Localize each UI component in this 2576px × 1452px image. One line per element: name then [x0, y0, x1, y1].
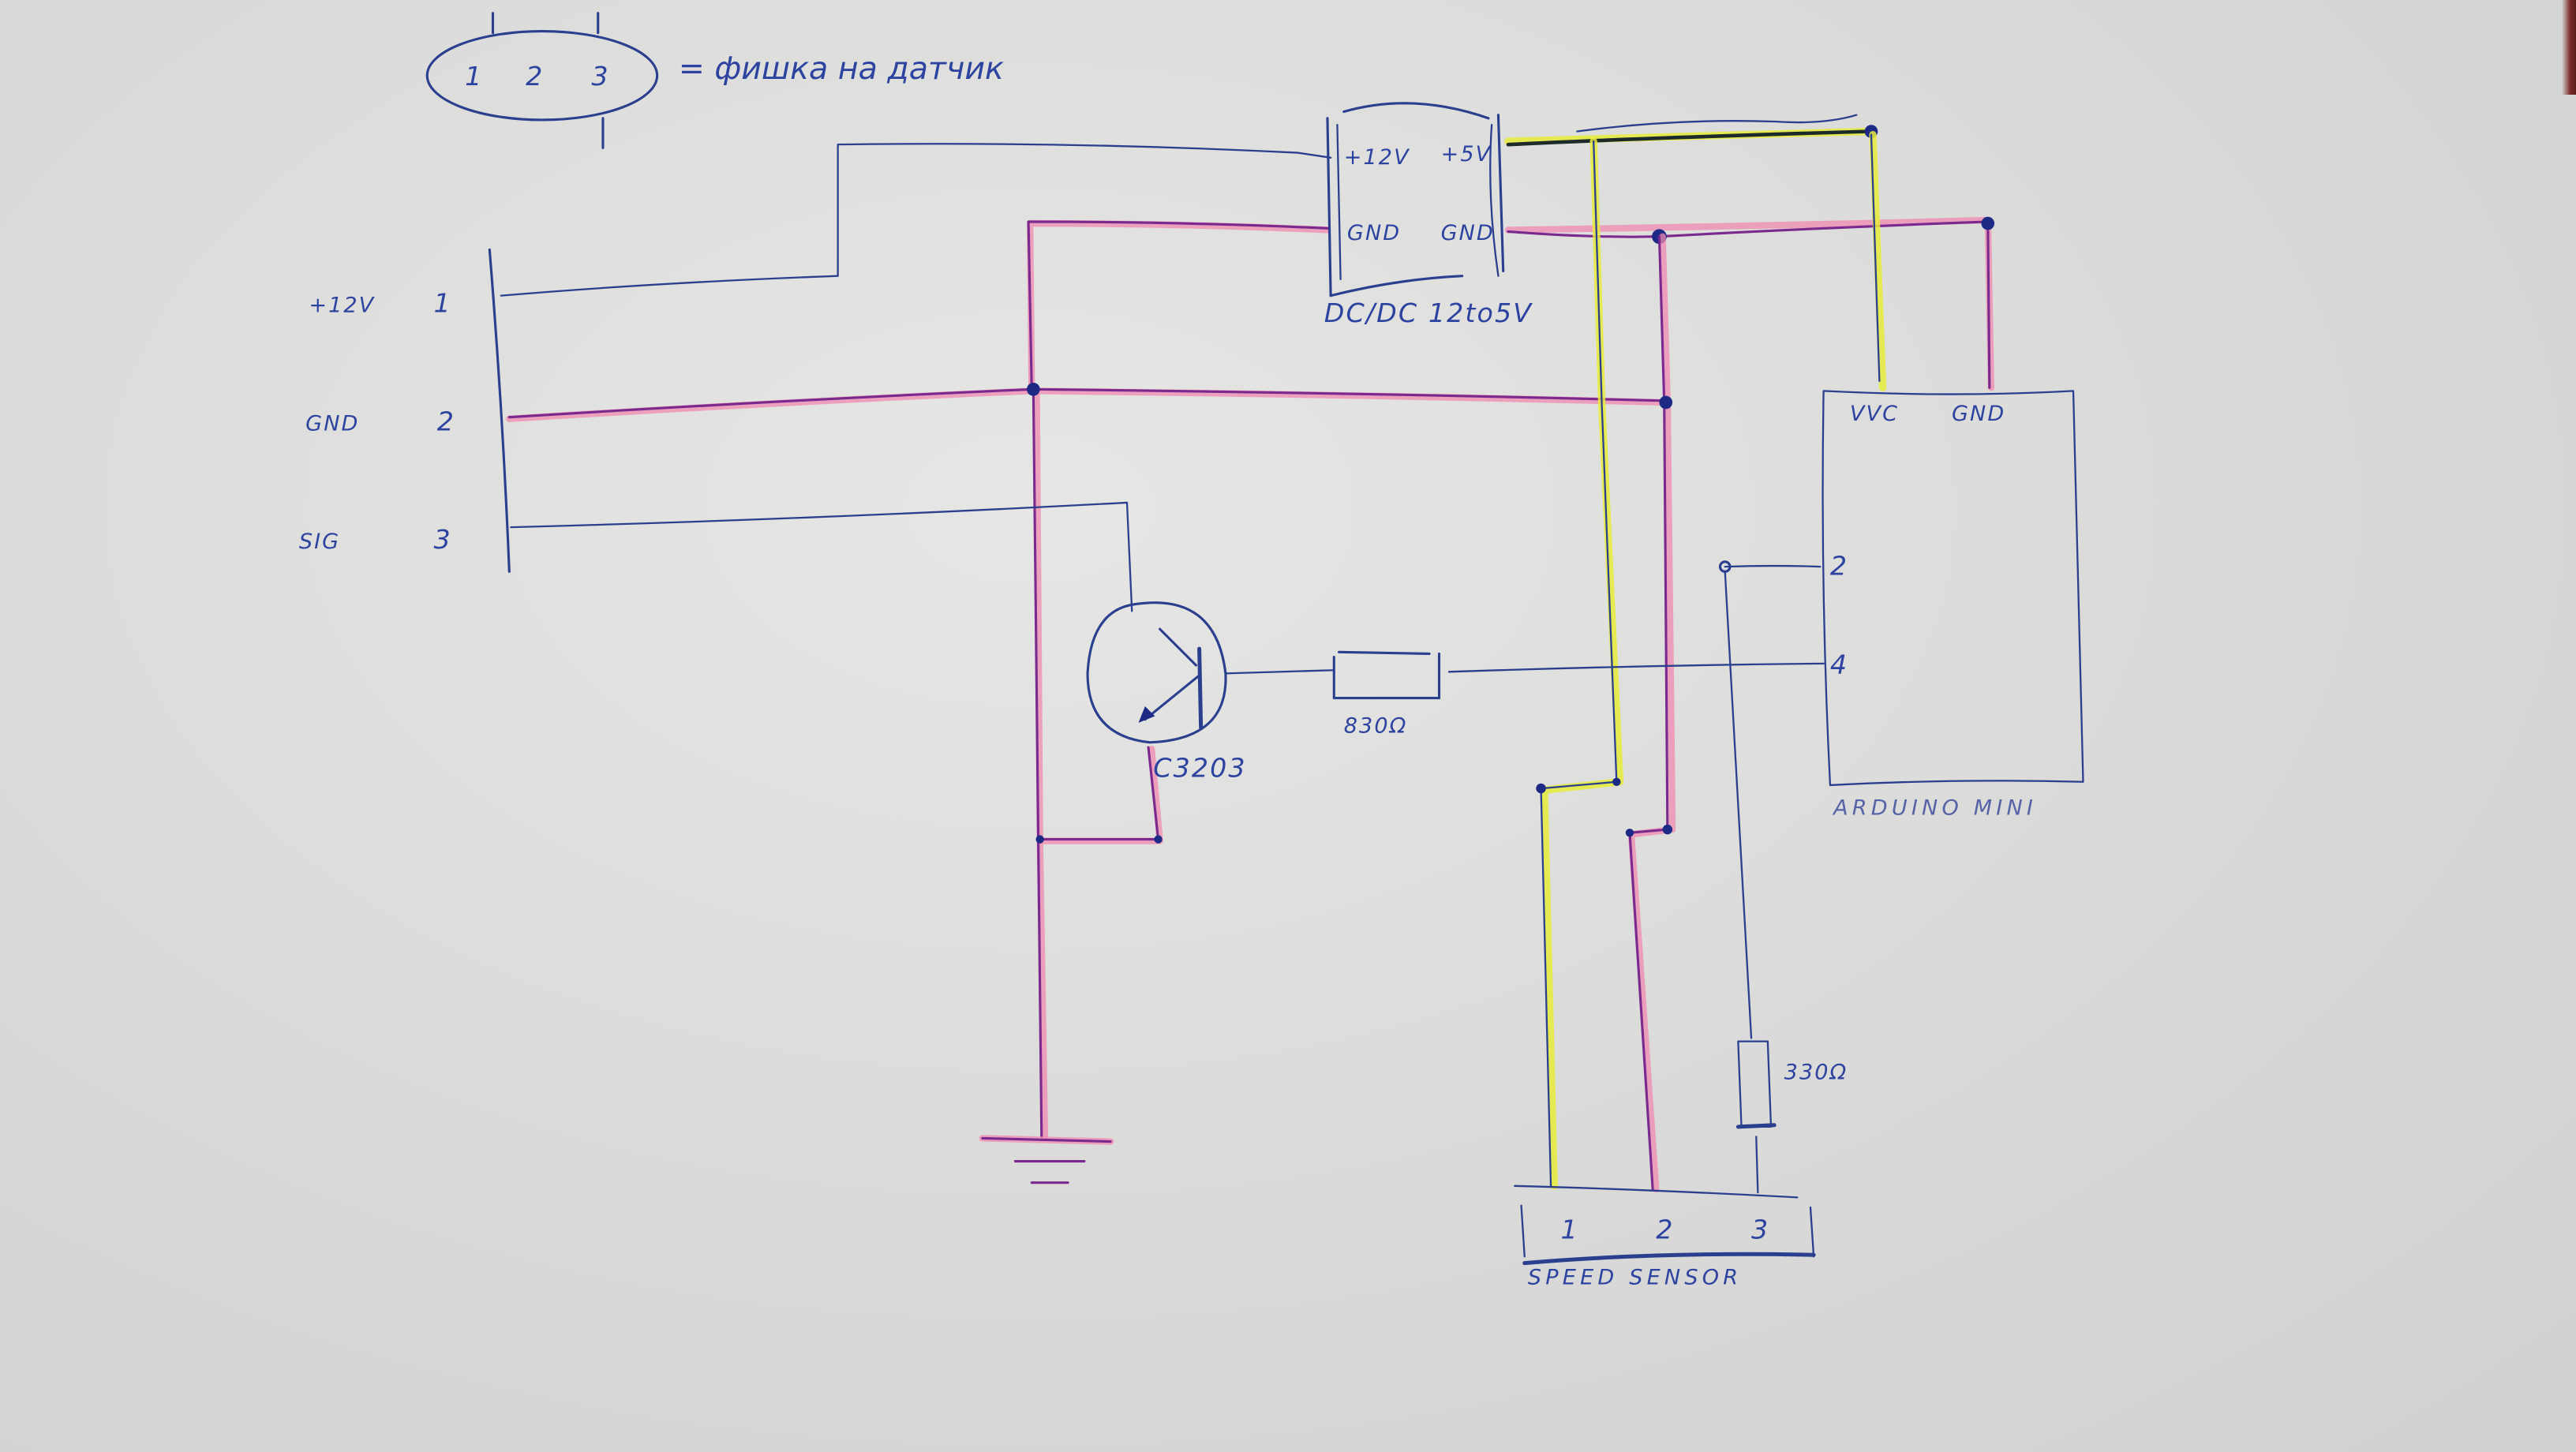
resistor-830: 830Ω	[1224, 650, 1825, 738]
dcdc-bottom-edge	[1329, 275, 1464, 298]
input-pin-number-3: 3	[434, 524, 452, 555]
plus5v-rail-overdraw	[1576, 114, 1858, 133]
ground-5v-side-highlight	[1504, 216, 1995, 391]
transistor-emitter-leg	[1144, 675, 1200, 721]
junction-dot	[1027, 382, 1040, 396]
legend-connector-symbol: 1 2 3 = фишка на датчик	[425, 12, 1004, 149]
wire-to-arduino-pin4	[1447, 662, 1825, 673]
speed-sensor-bottom-edge	[1522, 1252, 1816, 1266]
dcdc-label: DC/DC 12to5V	[1324, 298, 1533, 328]
transistor-body	[1086, 601, 1227, 744]
arduino-mini: VVC GND 2 4 ARDUINO MINI	[1822, 390, 2084, 820]
speed-sensor-label: SPEED SENSOR	[1528, 1266, 1742, 1290]
wire-base	[1224, 669, 1335, 675]
plus5v-net	[1504, 114, 1887, 1190]
speed-sensor-pin-3: 3	[1751, 1214, 1769, 1244]
input-pin-name-sig: SIG	[299, 530, 340, 554]
arduino-pin-2-label: 2	[1830, 551, 1848, 582]
dcdc-left-edge	[1326, 117, 1332, 298]
speed-sensor-top-edge	[1514, 1184, 1799, 1199]
input-pin-number-1: 1	[434, 287, 452, 318]
ground-5v-side-wire	[1507, 220, 1991, 389]
dcdc-out-plus-label: +5V	[1441, 142, 1492, 167]
input-pin-name-12v: +12V	[309, 293, 375, 317]
input-connector: +12V 1 GND 2 SIG 3	[299, 248, 511, 573]
resistor-330-end	[1735, 1123, 1777, 1129]
dcdc-right-edge	[1496, 114, 1505, 272]
junction-dot	[1659, 395, 1673, 410]
input-pin-name-gnd: GND	[305, 411, 359, 436]
ground-rail-highlight	[506, 387, 1669, 422]
dcdc-converter: +12V +5V GND GND DC/DC 12to5V	[1324, 102, 1533, 328]
dcdc-in-plus-label: +12V	[1344, 145, 1410, 170]
resistor-830-label: 830Ω	[1344, 713, 1408, 738]
ground-symbol-bar-1	[981, 1136, 1112, 1143]
legend-caption: = фишка на датчик	[679, 51, 1004, 87]
arduino-pin-4-label: 4	[1830, 649, 1848, 679]
wire-pin2-down	[1724, 571, 1753, 1039]
ground-dcdc-in-wire	[1027, 220, 1329, 391]
input-pin-number-2: 2	[437, 406, 455, 436]
resistor-330-body	[1737, 1040, 1773, 1128]
ground-rail-wire	[507, 387, 1668, 419]
ground-net	[506, 216, 1995, 1193]
transistor-c3203: C3203	[1086, 601, 1246, 784]
wire-to-sensor-pin3	[1755, 1136, 1759, 1194]
ground-dcdc-in-highlight	[1027, 219, 1331, 395]
transistor-emitter-arrow-icon	[1138, 706, 1155, 723]
input-connector-bar	[488, 248, 511, 573]
wire-arduino-pin2	[1724, 564, 1822, 568]
ground-emitter-highlight	[1038, 745, 1163, 844]
transistor-label: C3203	[1153, 753, 1246, 784]
dcdc-out-gnd-label: GND	[1441, 221, 1495, 245]
plus5v-vcc-highlight	[1869, 130, 1887, 391]
junction-dot	[1625, 829, 1634, 837]
arduino-vcc-label: VVC	[1850, 402, 1899, 426]
ground-emitter-wire	[1039, 746, 1160, 841]
dcdc-right-edge-inner	[1489, 124, 1500, 277]
junction-dot	[1154, 835, 1163, 844]
plus5v-vcc-wire	[1870, 133, 1881, 383]
arduino-body	[1822, 390, 2084, 787]
legend-ellipse	[425, 29, 659, 122]
transistor-base-bar	[1197, 646, 1204, 730]
speed-sensor: 1 2 3 SPEED SENSOR	[1514, 1184, 1816, 1290]
junction-dot	[1981, 216, 1995, 230]
junction-dot	[1662, 824, 1673, 835]
plus5v-rail-wire	[1506, 129, 1872, 147]
legend-pin-1: 1	[465, 61, 483, 92]
wire-signal-input	[510, 501, 1133, 612]
dcdc-left-edge-inner	[1336, 124, 1342, 280]
dcdc-in-gnd-label: GND	[1347, 221, 1401, 245]
arduino-label: ARDUINO MINI	[1832, 795, 2037, 820]
legend-pin-2: 2	[526, 61, 544, 92]
dcdc-top-edge	[1342, 102, 1490, 120]
transistor-collector-leg	[1159, 627, 1197, 667]
table-edge	[2562, 0, 2576, 95]
pullup-net: 330Ω	[1718, 560, 1848, 1194]
ground-symbol	[979, 1135, 1114, 1184]
speed-sensor-pin-2: 2	[1656, 1214, 1674, 1244]
junction-dot	[1536, 783, 1546, 794]
wire-12v-input	[500, 143, 1332, 297]
junction-dot	[1612, 777, 1621, 786]
resistor-330-label: 330Ω	[1784, 1061, 1848, 1085]
plus5v-sensor-highlight	[1541, 137, 1624, 1190]
speed-sensor-pin-1: 1	[1561, 1214, 1579, 1244]
speed-sensor-side-edges	[1520, 1204, 1815, 1258]
arduino-gnd-label: GND	[1952, 402, 2005, 426]
resistor-830-body	[1332, 650, 1441, 700]
legend-pin-3: 3	[591, 61, 609, 92]
junction-dot	[1035, 835, 1044, 844]
